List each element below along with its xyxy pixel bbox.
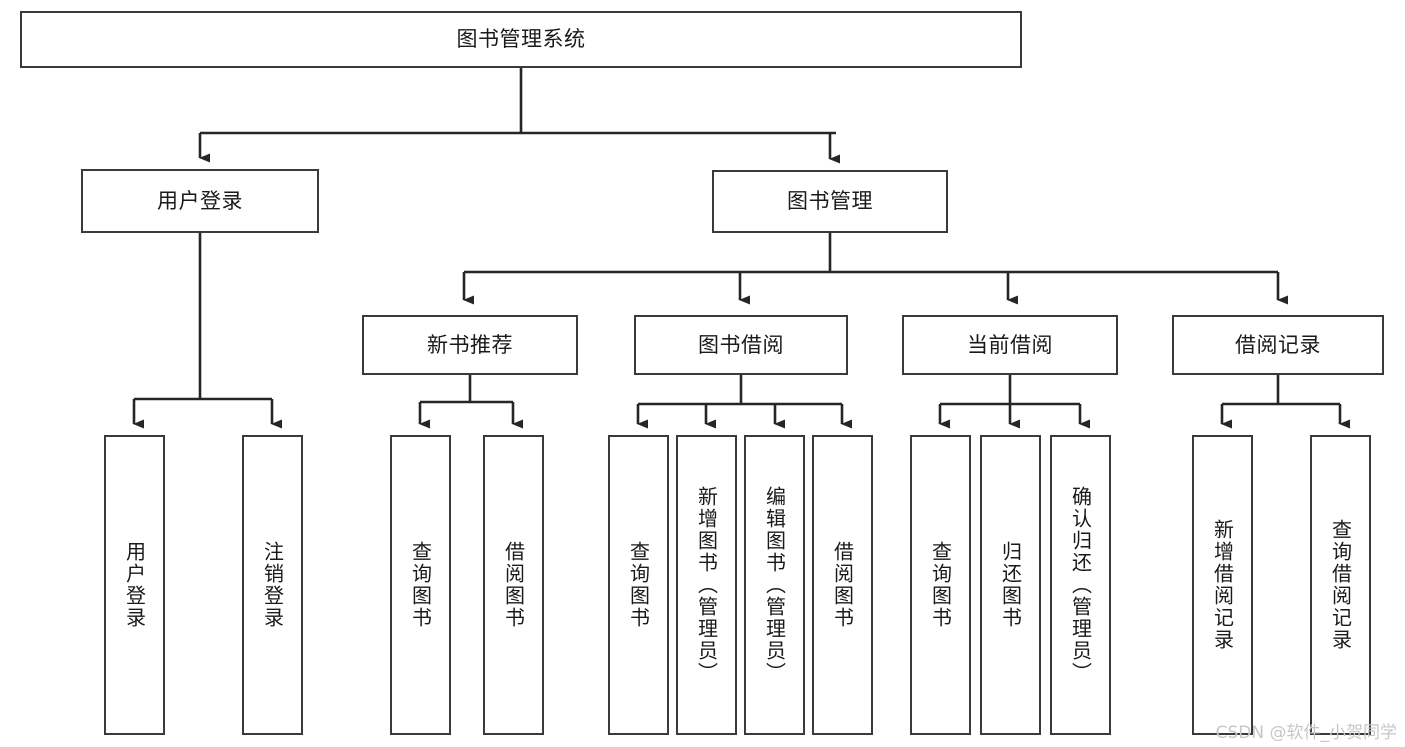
node-leaf-add-book[interactable]: 新增图书（管理员） [676,435,737,735]
node-label: 注销登录 [260,541,285,629]
node-leaf-user-login[interactable]: 用户登录 [104,435,165,735]
node-user-login[interactable]: 用户登录 [81,169,319,233]
node-leaf-borrow-book-1[interactable]: 借阅图书 [483,435,544,735]
node-label: 当前借阅 [967,332,1053,357]
node-leaf-query-book-1[interactable]: 查询图书 [390,435,451,735]
node-label: 借阅记录 [1235,332,1321,357]
node-leaf-query-record[interactable]: 查询借阅记录 [1310,435,1371,735]
node-label: 用户登录 [122,541,147,629]
node-label: 新增借阅记录 [1210,519,1235,651]
node-label: 借阅图书 [830,541,855,629]
node-label: 确认归还（管理员） [1068,486,1093,684]
watermark-text: CSDN @软件_小贺同学 [1215,723,1397,743]
node-book-borrow[interactable]: 图书借阅 [634,315,848,375]
node-label: 查询借阅记录 [1328,519,1353,651]
node-label: 查询图书 [626,541,651,629]
node-book-manage[interactable]: 图书管理 [712,170,948,233]
node-label: 图书管理 [787,189,873,214]
node-label: 图书管理系统 [456,27,586,52]
node-label: 新增图书（管理员） [694,486,719,684]
node-label: 编辑图书（管理员） [762,486,787,684]
node-label: 查询图书 [408,541,433,629]
node-leaf-edit-book[interactable]: 编辑图书（管理员） [744,435,805,735]
node-leaf-logout[interactable]: 注销登录 [242,435,303,735]
node-leaf-confirm-return[interactable]: 确认归还（管理员） [1050,435,1111,735]
node-leaf-add-record[interactable]: 新增借阅记录 [1192,435,1253,735]
node-borrow-record[interactable]: 借阅记录 [1172,315,1384,375]
node-leaf-query-book-2[interactable]: 查询图书 [608,435,669,735]
node-new-book-rec[interactable]: 新书推荐 [362,315,578,375]
node-label: 新书推荐 [427,332,513,357]
node-label: 查询图书 [928,541,953,629]
node-root-system[interactable]: 图书管理系统 [20,11,1022,68]
node-leaf-borrow-book-2[interactable]: 借阅图书 [812,435,873,735]
node-current-borrow[interactable]: 当前借阅 [902,315,1118,375]
node-label: 借阅图书 [501,541,526,629]
node-label: 用户登录 [157,188,243,213]
node-leaf-return-book[interactable]: 归还图书 [980,435,1041,735]
node-label: 归还图书 [998,541,1023,629]
node-leaf-query-book-3[interactable]: 查询图书 [910,435,971,735]
node-label: 图书借阅 [698,332,784,357]
